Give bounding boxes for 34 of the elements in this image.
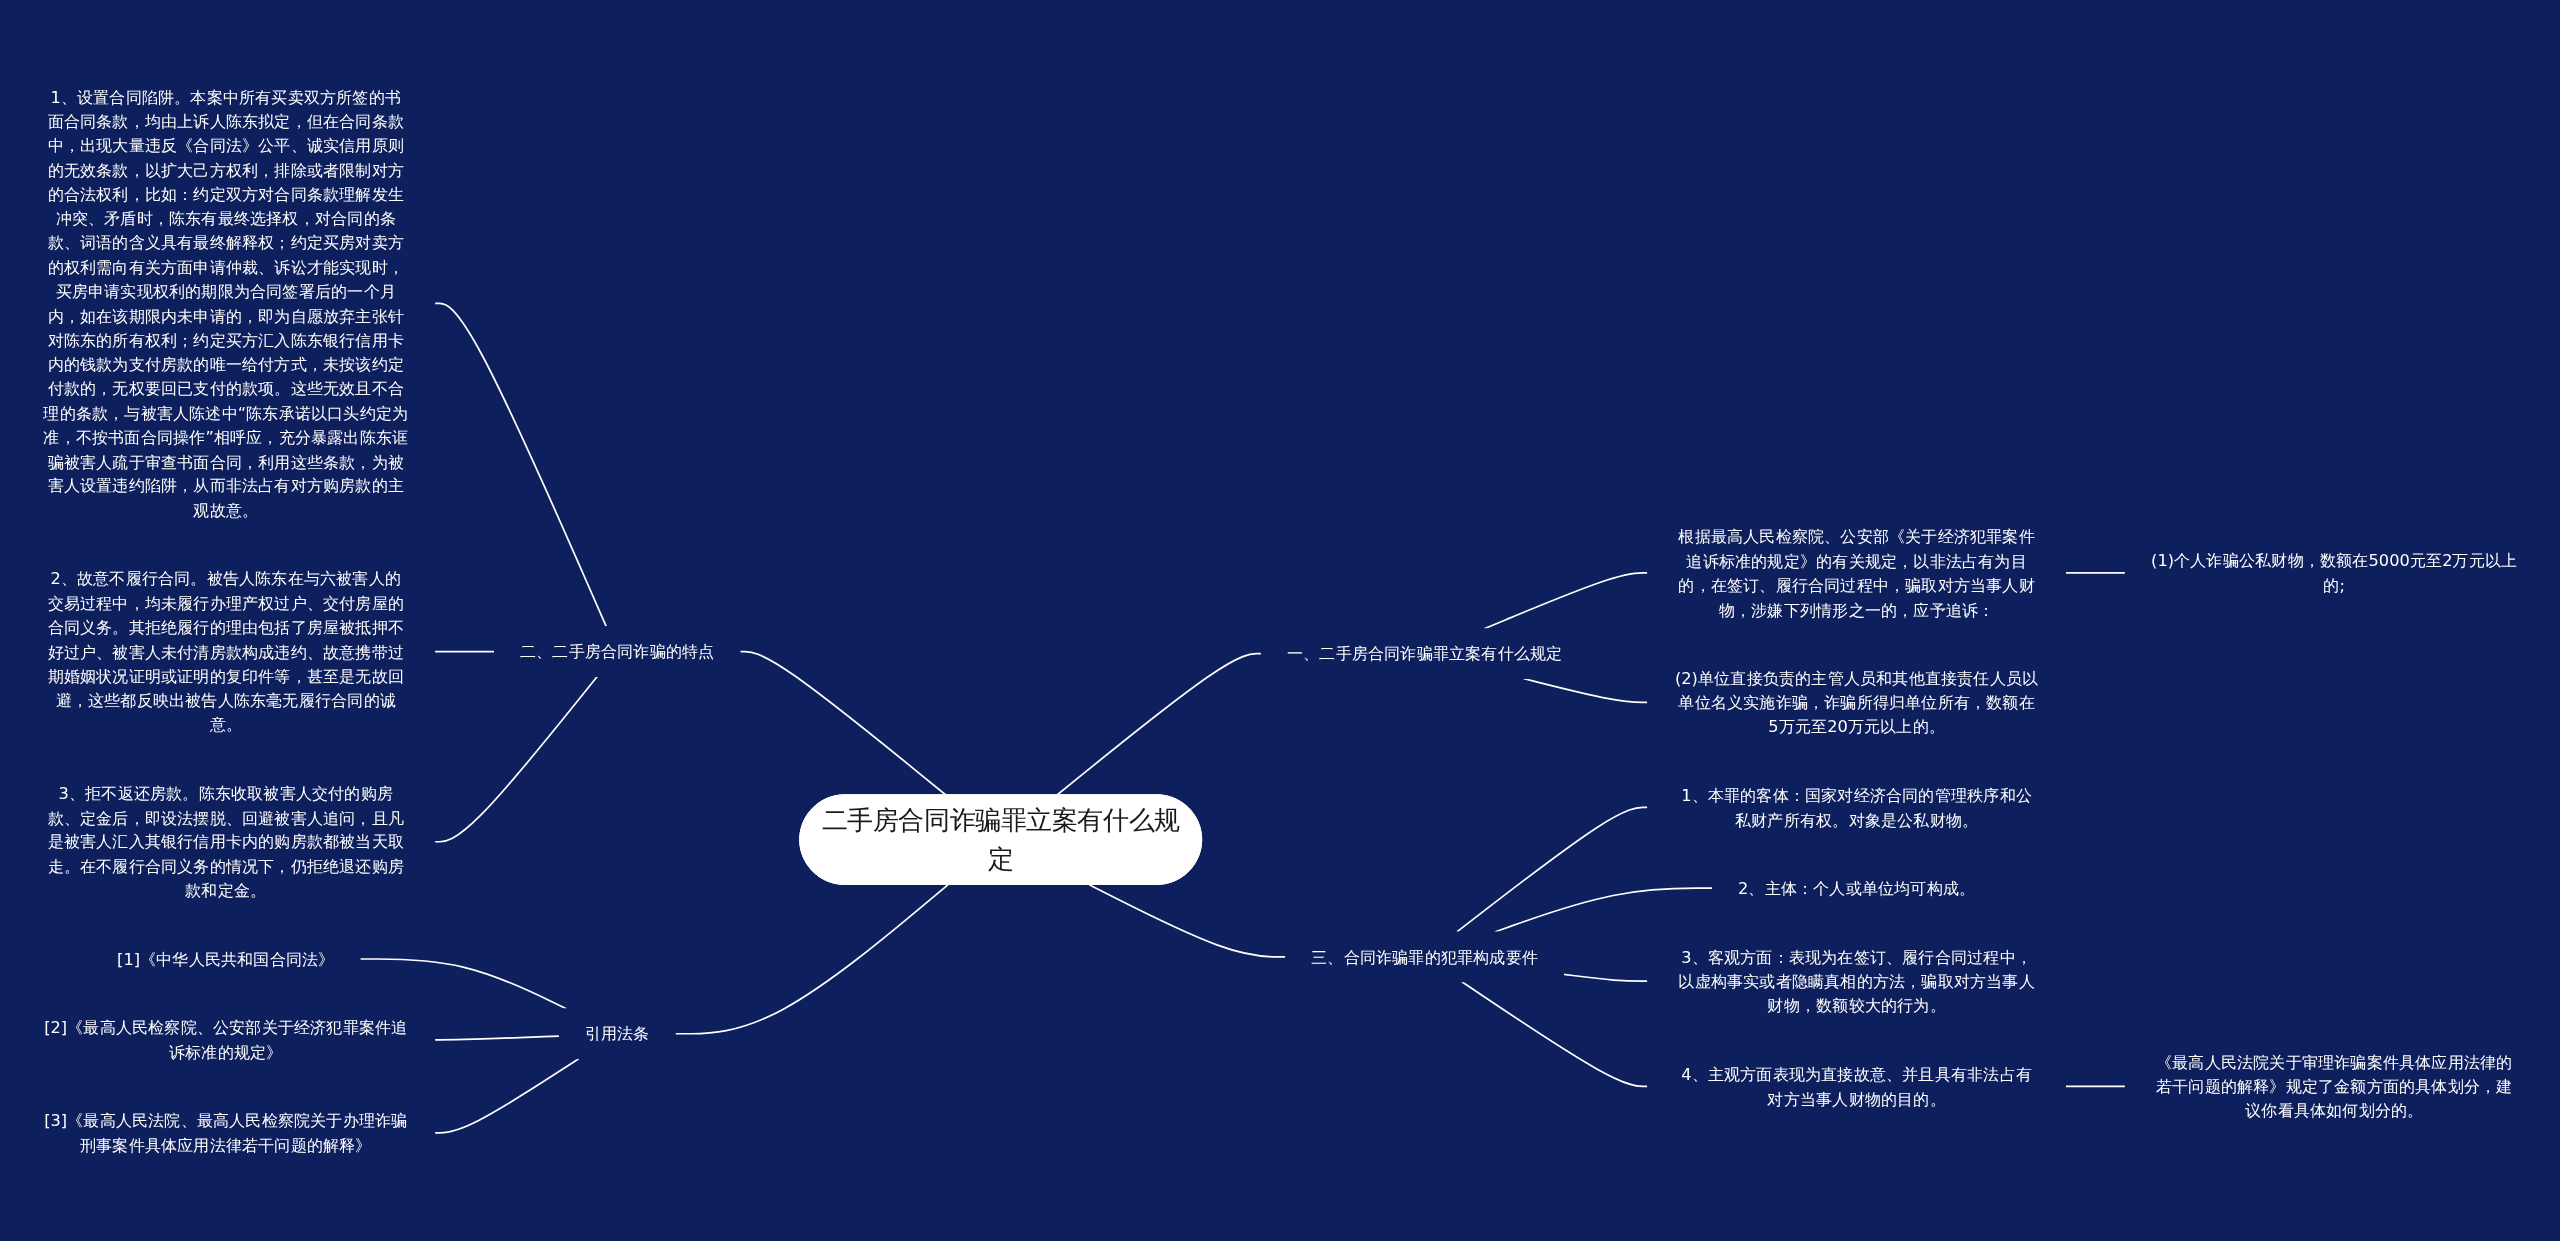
connector: [433, 650, 496, 653]
node-text: 三、合同诈骗罪的犯罪构成要件: [1311, 946, 1539, 966]
node-text: 3、拒不返还房款。陈东收取被害人交付的购房款、定金后，即设法摆脱、回避被害人追问，且凡是被害人汇入其银行信用卡内的购房款都被当天取走。在不履行合同义务的情况下，仍拒绝退还购房款和定金。: [47, 783, 405, 900]
node-text: 一、二手房合同诈骗罪立案有什么规定: [1286, 643, 1563, 663]
connector: [1456, 806, 1649, 933]
connector: [1461, 980, 1649, 1087]
node-text: 1、本罪的客体：国家对经济合同的管理秩序和公私财产所有权。对象是公私财物。: [1681, 785, 2032, 829]
connector: [359, 957, 568, 1010]
node-text: 4、主观方面表现为直接故意、并且具有非法占有对方当事人财物的目的。: [1681, 1064, 2032, 1108]
node-text: 引用法条: [584, 1023, 650, 1043]
connector: [433, 675, 599, 843]
connector: [433, 1034, 561, 1041]
connector: [1483, 571, 1649, 630]
node-text: 《最高人民法院关于审理诈骗案件具体应用法律的若干问题的解释》规定了金额方面的具体划分，建议你看具体如何划分的。: [2155, 1052, 2513, 1120]
node-text: 1、设置合同陷阱。本案中所有买卖双方所签的书面合同条款，均由上诉人陈东拟定，但在合同条款中，出现大量违反《合同法》公平、诚实信用原则的无效条款，以扩大己方权利，排除或者限制对方的合法权利，比如：约定双方对合同条款理解发生冲突、矛盾时，陈东有最终选择权，对合同的条款、词语的含义具有最终解释权；约定买房对卖方的权利需向有关方面申请仲裁、诉讼才能实现时，买房申请实现权利的期限为合同签署后的一个月内，如在该期限内未申请的，即为自愿放弃主张针对陈东的所有权利；约定买方汇入陈东银行信用卡内的钱款为支付房款的唯一给付方式，未按该约定付款的，无权要回已支付的款项。这些无效且不合理的条款，与被害人陈述中“陈东承诺以口头约定为准，不按书面合同操作”相呼应，充分暴露出陈东诓骗被害人疏于审查书面合同，利用这些条款，为被害人设置违约陷阱，从而非法占有对方购房款的主观故意。: [43, 86, 409, 519]
node-text: [3]《最高人民法院、最高人民检察院关于办理诈骗刑事案件具体应用法律若干问题的解释》: [44, 1110, 408, 1154]
connector: [433, 302, 608, 628]
connector: [2064, 1085, 2127, 1087]
node-text: 3、客观方面：表现为在签订、履行合同过程中，以虚构事实或者隐瞒真相的方法，骗取对方当事人财物，数额较大的行为。: [1678, 946, 2035, 1015]
connector: [739, 650, 948, 796]
connector: [1088, 883, 1287, 958]
node-text: [2]《最高人民检察院、公安部关于经济犯罪案件追诉标准的规定》: [44, 1017, 408, 1061]
connector: [2064, 571, 2127, 574]
connector: [1562, 973, 1649, 982]
connector: [433, 1057, 580, 1134]
node-text: 2、主体：个人或单位均可构成。: [1738, 878, 1976, 898]
connector: [674, 883, 949, 1035]
node-text: 根据最高人民检察院、公安部《关于经济犯罪案件追诉标准的规定》的有关规定，以非法占有为目的，在签订、履行合同过程中，骗取对方当事人财物，涉嫌下列情形之一的，应予追诉：: [1678, 526, 2035, 619]
connector: [1055, 652, 1263, 796]
node-text: 二、二手房合同诈骗的特点: [520, 641, 715, 661]
node-text: 2、故意不履行合同。被告人陈东在与六被害人的交易过程中，均未履行办理产权过户、交付房屋的合同义务。其拒绝履行的理由包括了房屋被抵押不好过户、被害人未付清房款构成违约、故意携带过期婚姻状况证明或证明的复印件等，甚至是无故回避，这些都反映出被告人陈东毫无履行合同的诚意。: [47, 568, 405, 734]
node-text: (1)个人诈骗公私财物，数额在5000元至2万元以上的;: [2151, 550, 2518, 594]
node-text: [1]《中华人民共和国合同法》: [117, 949, 335, 968]
node-text: (2)单位直接负责的主管人员和其他直接责任人员以单位名义实施诈骗，诈骗所得归单位所有，数额在5万元至20万元以上的。: [1674, 668, 2039, 736]
